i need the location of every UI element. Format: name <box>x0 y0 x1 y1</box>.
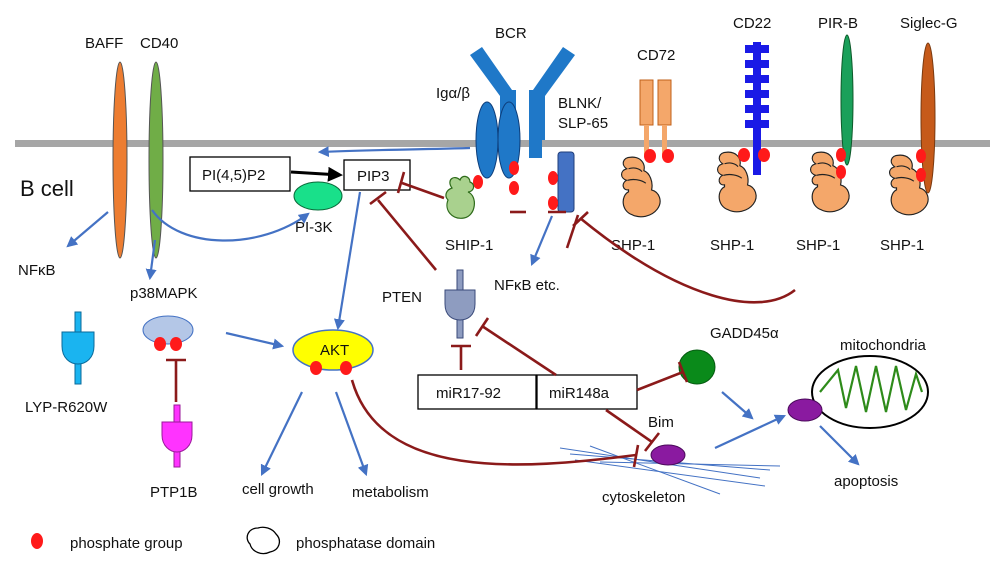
cd22-shp1 <box>716 151 757 213</box>
shp1-label-cd22: SHP-1 <box>710 237 754 254</box>
akt-phosphates <box>310 361 352 375</box>
mir17-label: miR17-92 <box>436 385 501 402</box>
ptp1b-protein <box>161 404 193 468</box>
inhibition-lines <box>166 171 796 468</box>
pten-protein <box>444 269 476 339</box>
p38mapk-label: p38MAPK <box>130 285 198 302</box>
apoptosis-label: apoptosis <box>834 473 898 490</box>
pi3k-label: PI-3K <box>295 219 333 236</box>
bim-label: Bim <box>648 414 674 431</box>
mito-bim-protein <box>787 398 823 422</box>
receptor-phosphates <box>644 148 926 182</box>
siglecg-label: Siglec-G <box>900 15 958 32</box>
metabolism-label: metabolism <box>352 484 429 501</box>
pip3-label: PIP3 <box>357 168 390 185</box>
cd72-receptor <box>639 79 672 155</box>
mir148-box <box>536 374 638 410</box>
mitochondria-label: mitochondria <box>840 337 927 354</box>
pten-label: PTEN <box>382 289 422 306</box>
baff-receptor <box>112 61 128 259</box>
mir17-box <box>417 374 537 410</box>
ship1-protein <box>445 175 475 219</box>
cytoskeleton-label: cytoskeleton <box>602 489 685 506</box>
pip2-to-pip3-arrow <box>290 166 343 182</box>
pip2-box <box>189 156 291 192</box>
cd72-label: CD72 <box>637 47 675 64</box>
cd22-receptor <box>745 42 769 175</box>
cd40-receptor <box>148 61 164 259</box>
lyp-label: LYP-R620W <box>25 399 108 416</box>
bim-protein <box>650 444 686 466</box>
legend-phosphatase-icon <box>246 526 281 555</box>
gadd45-label: GADD45α <box>710 325 779 342</box>
gadd45-protein <box>678 349 716 385</box>
cell-growth-label: cell growth <box>242 481 314 498</box>
legend-phosphate-label: phosphate group <box>70 535 183 552</box>
mitochondria <box>811 355 929 429</box>
nfkb-label: NFκB <box>18 262 56 279</box>
blnk-protein <box>557 151 575 213</box>
igb-chain <box>497 101 521 179</box>
blnk-label-line2: SLP-65 <box>558 115 608 132</box>
nfkb-etc-label: NFκB etc. <box>494 277 560 294</box>
bcr-phosphates <box>473 161 558 210</box>
ptp1b-label: PTP1B <box>150 484 198 501</box>
pi3k <box>293 181 343 211</box>
legend-phosphate-swatch <box>31 533 43 549</box>
cd40-label: CD40 <box>140 35 178 52</box>
bcr-label: BCR <box>495 25 527 42</box>
iga-chain <box>475 101 499 179</box>
akt-protein <box>292 329 374 371</box>
pirb-label: PIR-B <box>818 15 858 32</box>
cd72-shp1 <box>620 156 661 218</box>
akt-label: AKT <box>320 342 349 359</box>
cell-label: B cell <box>20 176 74 201</box>
blnk-label-line1: BLNK/ <box>558 95 602 112</box>
p38mapk-protein <box>142 315 194 345</box>
activation-arrows <box>66 146 860 477</box>
ship1-label: SHIP-1 <box>445 237 493 254</box>
mir148-label: miR148a <box>549 385 610 402</box>
iga-label: Igα/β <box>436 85 470 102</box>
pip2-label: PI(4,5)P2 <box>202 167 265 184</box>
p38-phosphates <box>154 337 182 351</box>
lyp-protein <box>61 311 95 385</box>
shp1-label-pirb: SHP-1 <box>796 237 840 254</box>
legend-phosphatase-label: phosphatase domain <box>296 535 435 552</box>
baff-label: BAFF <box>85 35 123 52</box>
pirb-receptor <box>840 34 854 166</box>
shp1-label-siglecg: SHP-1 <box>880 237 924 254</box>
cd22-label: CD22 <box>733 15 771 32</box>
